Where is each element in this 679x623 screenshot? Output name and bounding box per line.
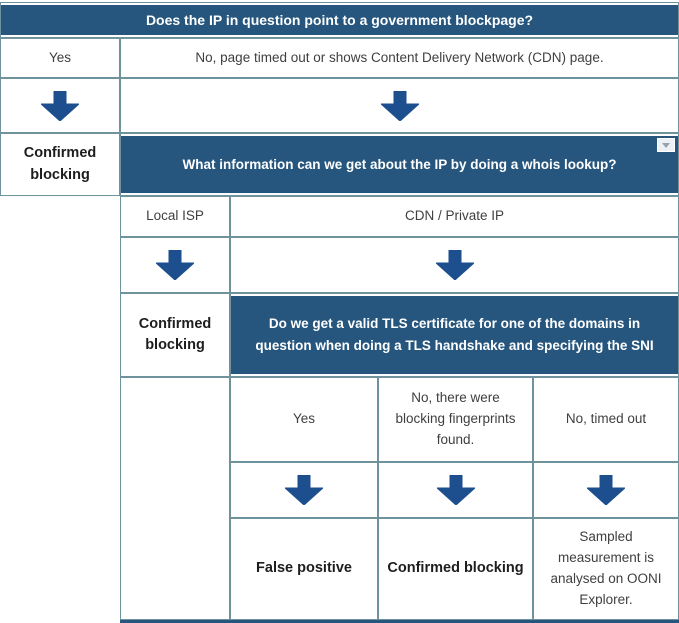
q2-question-fill: What information can we get about the IP… <box>121 136 678 193</box>
arrow-cell <box>230 462 378 518</box>
down-arrow-icon <box>436 475 475 505</box>
q2-answer-cdn: CDN / Private IP <box>230 196 679 237</box>
q1-answer-yes: Yes <box>0 38 120 78</box>
arrow-cell <box>230 237 679 293</box>
q3-outcome-false-positive: False positive <box>230 518 378 620</box>
q1-outcome-confirmed-blocking: Confirmed blocking <box>0 133 120 196</box>
down-arrow-icon <box>156 250 194 280</box>
q3-answer-no-timeout: No, timed out <box>533 377 679 462</box>
q2-header-cell: What information can we get about the IP… <box>120 133 679 196</box>
header-dropdown-button[interactable] <box>657 138 675 152</box>
q3-question: Do we get a valid TLS certificate for on… <box>231 296 678 374</box>
q3-outcome-sampled-measurement: Sampled measurement is analysed on OONI … <box>533 518 679 620</box>
q1-header-cell: Does the IP in question point to a gover… <box>0 2 679 38</box>
down-arrow-icon <box>587 475 625 505</box>
arrow-cell <box>120 237 230 293</box>
bottom-header-strip <box>120 620 679 623</box>
down-arrow-icon <box>380 90 419 121</box>
q3-outcome-confirmed-blocking: Confirmed blocking <box>378 518 533 620</box>
down-arrow-icon <box>435 250 474 280</box>
q3-header-cell: Do we get a valid TLS certificate for on… <box>230 293 679 377</box>
down-arrow-icon <box>41 90 79 121</box>
arrow-cell <box>120 78 679 133</box>
q1-question: Does the IP in question point to a gover… <box>1 5 678 35</box>
q3-answer-no-fingerprints: No, there were blocking fingerprints fou… <box>378 377 533 462</box>
chevron-down-icon <box>662 142 670 148</box>
left-blank-area <box>0 196 120 623</box>
q3-answer-yes: Yes <box>230 377 378 462</box>
q2-question: What information can we get about the IP… <box>182 156 617 172</box>
empty-spacer-cell <box>120 377 230 620</box>
down-arrow-icon <box>285 475 323 505</box>
q2-outcome-confirmed-blocking: Confirmed blocking <box>120 293 230 377</box>
arrow-cell <box>533 462 679 518</box>
q2-answer-local-isp: Local ISP <box>120 196 230 237</box>
q1-answer-no: No, page timed out or shows Content Deli… <box>120 38 679 78</box>
arrow-cell <box>0 78 120 133</box>
arrow-cell <box>378 462 533 518</box>
